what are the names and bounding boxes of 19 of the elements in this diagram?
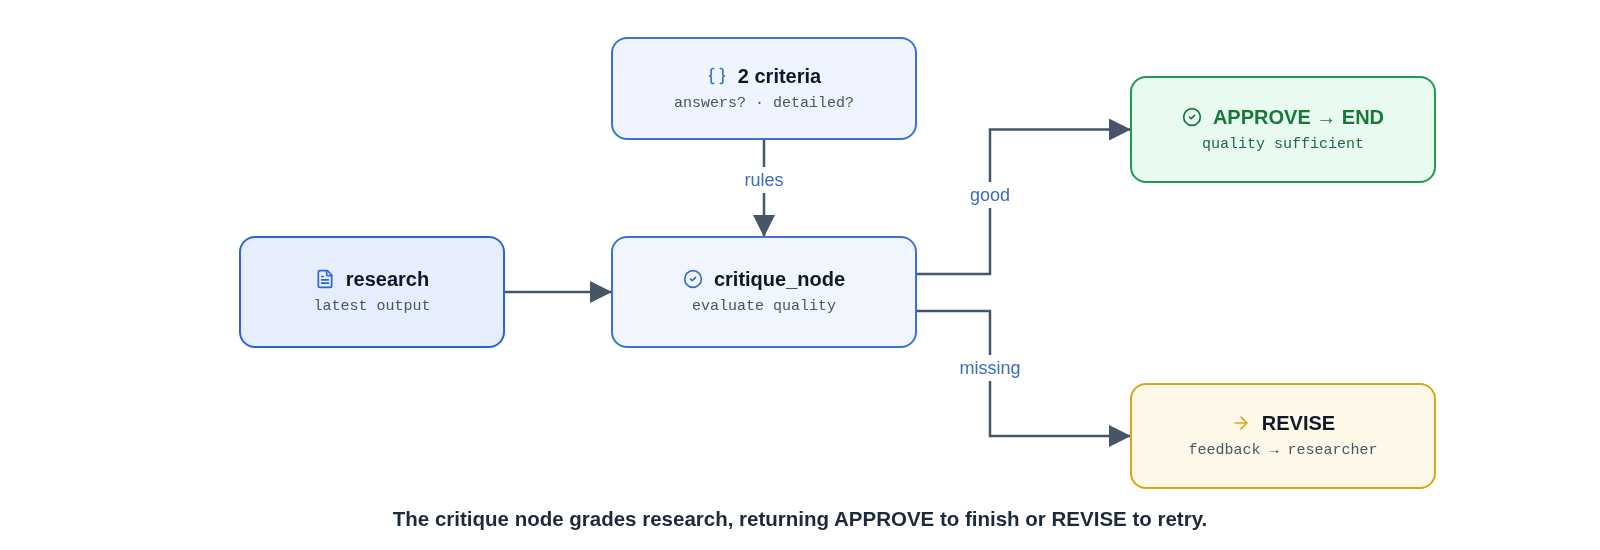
node-title: research: [345, 267, 430, 291]
node-title: APPROVE → END: [1212, 104, 1385, 129]
node-subtitle: feedback → researcher: [1188, 441, 1378, 461]
node-title: 2 criteria: [737, 63, 822, 88]
node-subtitle: answers? · detailed?: [674, 93, 854, 114]
arrow: [917, 118, 1131, 276]
criteria-box: [611, 37, 917, 140]
outcome-box: [1130, 383, 1436, 489]
arrow: [917, 309, 1131, 447]
node-subtitle: evaluate quality: [692, 297, 836, 317]
arrow: [505, 281, 612, 303]
node-subtitle: latest output: [313, 297, 431, 317]
node-title: critique_node: [713, 267, 846, 291]
caption: The critique node grades research, returning APPROVE to finish or REVISE to retry.: [392, 506, 1208, 532]
process-box: [611, 236, 917, 348]
outcome-box: [1130, 76, 1436, 183]
node-subtitle: quality sufficient: [1202, 134, 1364, 155]
input-box: [239, 236, 505, 348]
node-title: REVISE: [1261, 411, 1336, 435]
